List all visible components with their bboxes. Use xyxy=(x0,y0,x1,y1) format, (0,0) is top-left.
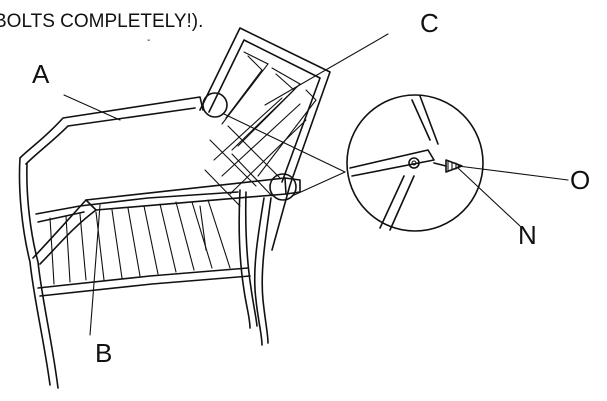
leader-a xyxy=(63,94,121,121)
bolt-head xyxy=(408,157,420,169)
backrest-frame xyxy=(199,27,331,329)
bolt-n xyxy=(433,159,463,173)
detail-circle xyxy=(346,94,484,232)
callout-line-upper xyxy=(223,113,346,173)
stray-mark: - xyxy=(147,35,150,46)
magnified-detail xyxy=(346,94,484,232)
seat-slats xyxy=(35,191,251,297)
leader-n xyxy=(457,167,521,227)
right-arm-rest xyxy=(32,177,301,346)
callout-line-lower xyxy=(291,171,346,197)
leader-c xyxy=(264,33,389,106)
left-arm-rest xyxy=(18,96,204,389)
joint-circle-lower xyxy=(269,173,297,201)
joint-circle-upper xyxy=(202,92,228,118)
leader-o xyxy=(457,165,569,181)
instruction-caption: BOLTS COMPLETELY!). xyxy=(0,11,203,32)
chair-drawing xyxy=(18,27,346,389)
label-n: N xyxy=(518,220,537,250)
bolt-head-center xyxy=(411,160,417,166)
label-c: C xyxy=(420,8,439,38)
label-a: A xyxy=(32,59,50,89)
label-b: B xyxy=(95,338,112,368)
label-o: O xyxy=(570,165,590,195)
leader-b xyxy=(89,204,101,336)
